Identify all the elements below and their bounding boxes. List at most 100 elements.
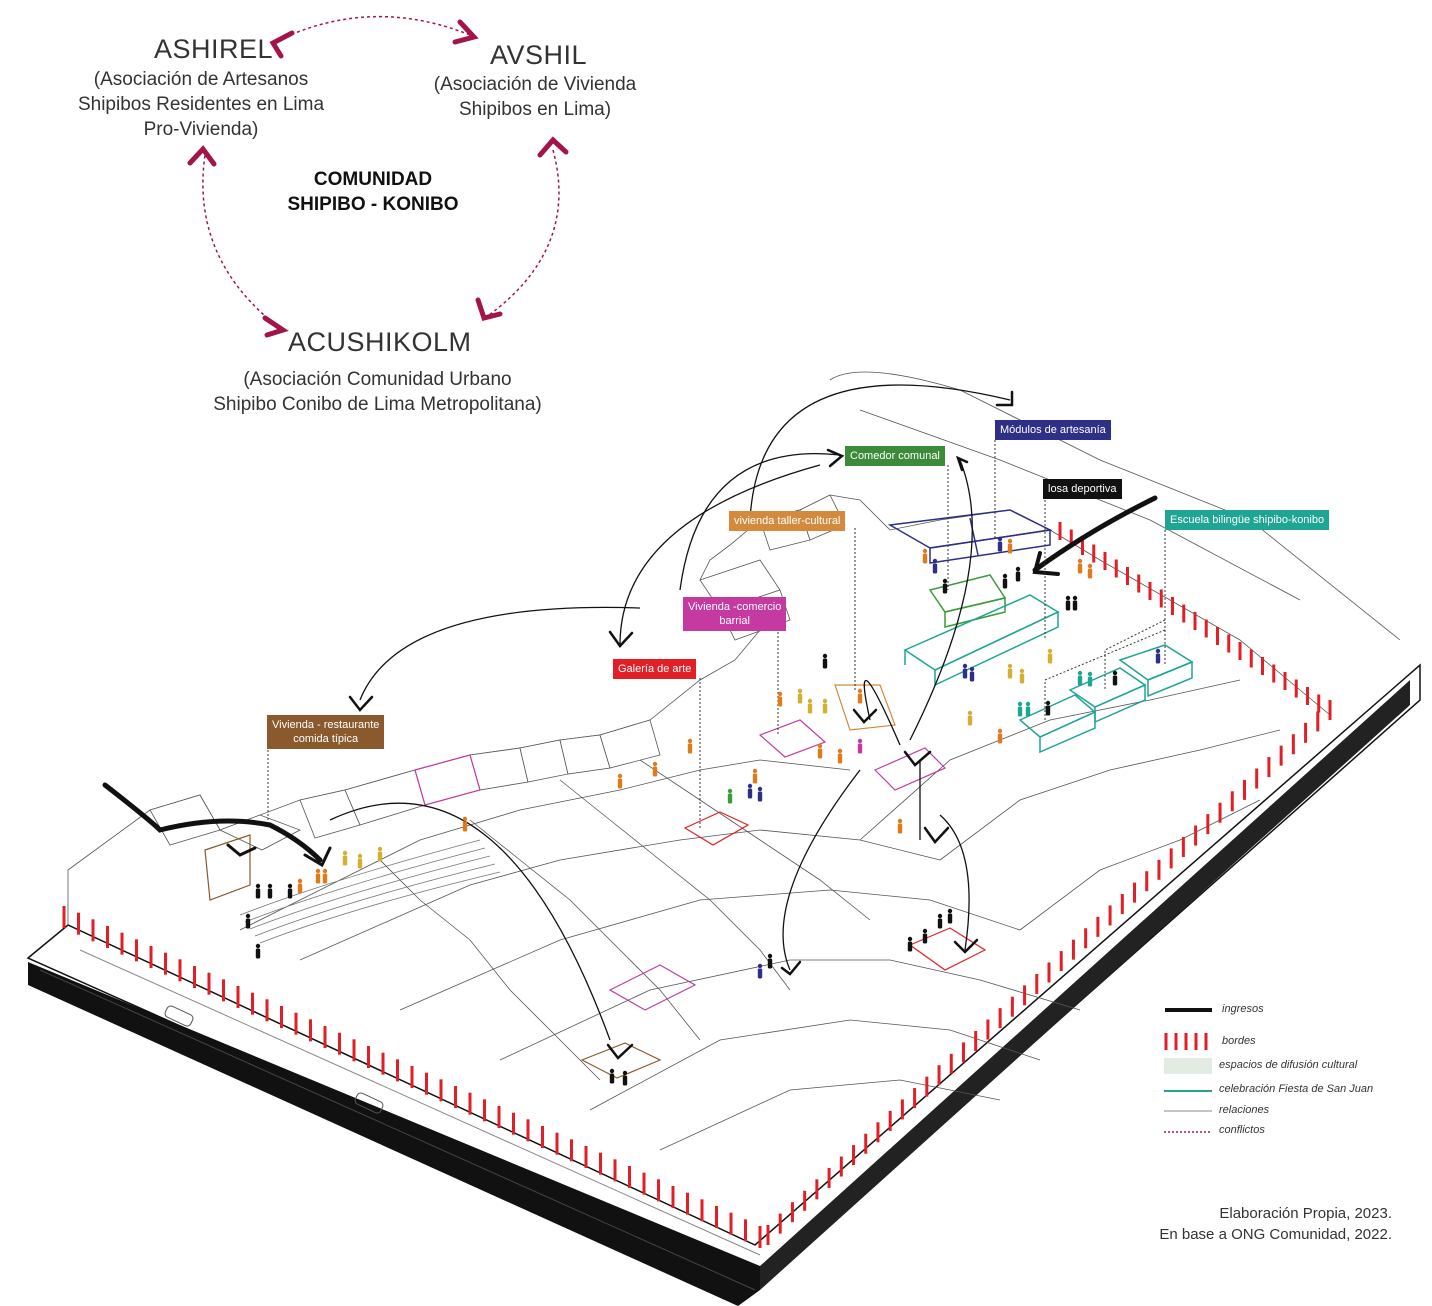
person-figure (1065, 595, 1071, 611)
person-figure (757, 786, 763, 802)
terraced-steps (239, 839, 501, 944)
person-figure (1047, 648, 1053, 664)
tag-vivienda-restaurante-line-1: Vivienda - restaurante (272, 719, 380, 731)
person-figure (622, 1070, 628, 1086)
tag-vivienda-comercio-line-1: Vivienda -comercio (688, 601, 782, 613)
person-figure (1077, 558, 1083, 574)
person-figure (997, 728, 1003, 744)
base-dark-edge (28, 962, 760, 1306)
person-figure (617, 773, 623, 789)
person-figure (727, 788, 733, 804)
arrowhead (452, 19, 479, 45)
person-figure (245, 913, 251, 929)
person-figure (1007, 663, 1013, 679)
tag-vivienda-comercio-line-2: barrial (719, 615, 750, 627)
person-figure (777, 691, 783, 707)
relation-avshil-acushikolm (484, 149, 560, 319)
ashirel-description: (Asociación de Artesanos Shipibos Reside… (46, 67, 356, 142)
tag-connectors (267, 440, 1166, 828)
person-figure (822, 653, 828, 669)
person-figure (967, 710, 973, 726)
person-figure (1007, 538, 1013, 554)
site-base (26, 663, 1421, 1306)
person-figure (897, 818, 903, 834)
entry-arrow-right (1032, 495, 1158, 573)
person-figure (687, 738, 693, 754)
association-arrowheads (187, 19, 569, 338)
tag-modulos-artesania: Módulos de artesanía (995, 420, 1111, 440)
person-figure (267, 883, 273, 899)
legend-conflictos-label: conflictos (1219, 1124, 1265, 1136)
community-title-line-1: COMUNIDAD (313, 169, 433, 190)
arrowhead (475, 297, 503, 321)
person-figure (377, 846, 383, 862)
tag-vivienda-taller: vivienda taller-cultural (729, 511, 846, 531)
person-figure (255, 883, 261, 899)
person-figure (969, 666, 975, 682)
arrowhead (262, 315, 289, 338)
person-figure (757, 963, 763, 979)
community-title: COMUNIDAD SHIPIBO - KONIBO (263, 167, 483, 217)
car (164, 1005, 194, 1027)
car (354, 1092, 384, 1114)
teal-celebration (903, 594, 1194, 754)
legend-espacios-label: espacios de difusión cultural (1219, 1059, 1358, 1071)
legend-ingresos-label: ingresos (1222, 1003, 1264, 1015)
navy-modules (887, 509, 1053, 564)
relation-ashirel-avshil (274, 15, 471, 43)
acushikolm-line-1: (Asociación Comunidad Urbano (243, 369, 512, 390)
cars (164, 1005, 384, 1114)
street-line (39, 969, 756, 1291)
tag-comedor-comunal: Comedor comunal (845, 446, 945, 466)
base-right-edge (760, 680, 1410, 1290)
street-line-2 (79, 949, 761, 1256)
red-borders-top (1058, 522, 1332, 720)
person-figure (1017, 701, 1023, 717)
tag-escuela-bilingue: Escuela bilingüe shipibo-konibo (1165, 510, 1330, 530)
tag-galeria-arte: Galería de arte (613, 659, 697, 679)
person-figure (315, 868, 321, 884)
entry-arrow-left (102, 782, 323, 863)
person-figure (1015, 566, 1021, 582)
base-top (26, 663, 1421, 1286)
person-figure (322, 868, 328, 884)
community-title-line-2: SHIPIBO - KONIBO (287, 194, 459, 215)
acushikolm-name: ACUSHIKOLM (288, 327, 472, 357)
person-figure (342, 850, 348, 866)
relation-arrowheads (348, 390, 1014, 1060)
ashirel-line-1: (Asociación de Artesanos (93, 69, 309, 90)
person-figure (822, 698, 828, 714)
person-figure (1019, 668, 1025, 684)
houses-row (149, 494, 846, 851)
entry-arrows (102, 495, 1158, 868)
person-figure (1045, 700, 1051, 716)
orange-taller (834, 684, 896, 731)
person-figure (962, 663, 968, 679)
person-figure (1087, 563, 1093, 579)
person-figure (1025, 701, 1031, 717)
legend-bordes-label: bordes (1222, 1035, 1256, 1047)
tag-vivienda-restaurante: Vivienda - restaurante comida típica (267, 715, 385, 749)
ashirel-line-3: Pro-Vivienda) (143, 119, 259, 140)
green-comedor (928, 574, 1007, 628)
legend-espacios-swatch (1164, 1058, 1212, 1074)
person-figure (652, 761, 658, 777)
association-relations (202, 15, 560, 331)
people-figures (245, 536, 1161, 1086)
person-figure (297, 878, 303, 894)
person-figure (1072, 595, 1078, 611)
person-figure (932, 558, 938, 574)
person-figure (947, 908, 953, 924)
person-figure (747, 783, 753, 799)
person-figure (907, 936, 913, 952)
avshil-line-1: (Asociación de Vivienda (433, 74, 637, 95)
legend-bordes-swatch (1164, 1033, 1208, 1050)
person-figure (1077, 670, 1083, 686)
person-figure (1002, 573, 1008, 589)
person-figure (752, 768, 758, 784)
ashirel-name: ASHIREL (154, 34, 274, 64)
red-borders-left (62, 906, 762, 1248)
arrowhead (187, 145, 217, 167)
arrowhead (537, 136, 569, 158)
